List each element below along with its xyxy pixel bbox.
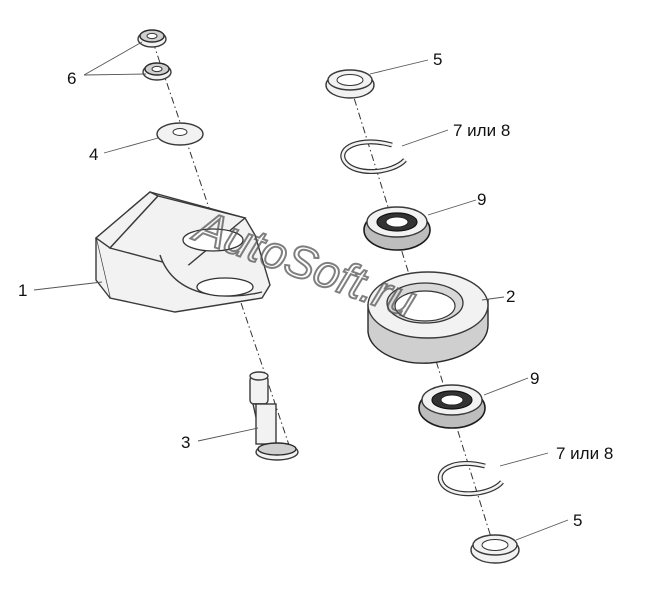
callout-6: 6: [67, 69, 76, 88]
snap-ring-top: [340, 139, 407, 175]
callout-1: 1: [18, 281, 27, 300]
callout-9-top: 9: [477, 190, 486, 209]
washer: [156, 122, 204, 146]
seal-ring-bottom: [470, 534, 520, 564]
callout-7-or-8-bottom: 7 или 8: [556, 444, 613, 463]
callout-2: 2: [506, 287, 515, 306]
callout-4: 4: [89, 145, 98, 164]
bearing-top: [363, 206, 431, 251]
callout-7-or-8-top: 7 или 8: [453, 121, 510, 140]
pin: [249, 371, 299, 461]
snap-ring-bottom: [437, 460, 504, 497]
housing: [367, 271, 489, 364]
leader-lines: [33, 41, 569, 541]
callout-5-top: 5: [433, 50, 442, 69]
callout-9-bottom: 9: [530, 369, 539, 388]
bracket: [94, 191, 271, 313]
nut-lower: [142, 62, 172, 81]
bearing-bottom: [418, 384, 486, 429]
callout-5-bottom: 5: [573, 511, 582, 530]
seal-ring-top: [325, 69, 375, 99]
nut-upper: [137, 29, 167, 48]
callout-3: 3: [181, 433, 190, 452]
